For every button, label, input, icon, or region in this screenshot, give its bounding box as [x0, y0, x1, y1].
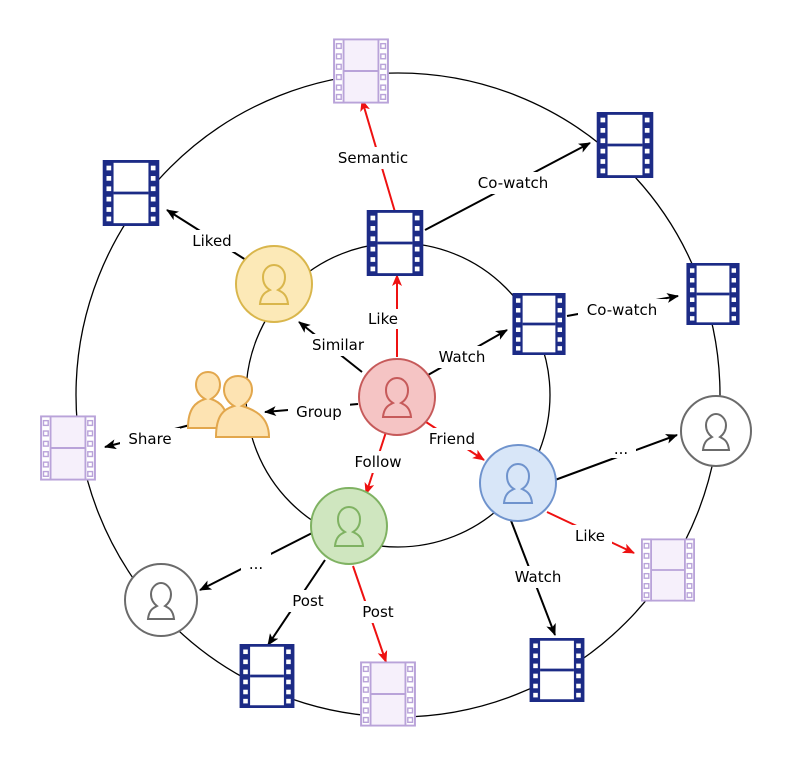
- label-follow: Follow: [354, 453, 401, 471]
- label-post-black: Post: [292, 592, 324, 610]
- label-like-center: Like: [368, 310, 398, 328]
- label-post-red: Post: [362, 603, 394, 621]
- label-semantic: Semantic: [338, 149, 408, 167]
- film-icon: [640, 538, 696, 602]
- user-icon: [310, 487, 388, 565]
- user-nodes: [124, 245, 752, 637]
- label-like-friend: Like: [575, 527, 605, 545]
- film-icon: [40, 415, 96, 481]
- label-liked: Liked: [192, 232, 231, 250]
- label-friend: Friend: [429, 430, 475, 448]
- label-watch-center: Watch: [439, 348, 486, 366]
- label-similar: Similar: [312, 336, 365, 354]
- film-icon: [102, 160, 160, 226]
- label-group: Group: [296, 403, 342, 421]
- film-icon: [360, 661, 416, 727]
- user-icon: [235, 245, 313, 323]
- label-ellipsis-left: ...: [249, 555, 263, 573]
- edge-labels: Like Semantic Co-watch Liked Similar Wat…: [120, 147, 666, 623]
- film-icon: [366, 210, 424, 276]
- label-cowatch-right: Co-watch: [587, 301, 657, 319]
- label-share: Share: [128, 430, 171, 448]
- user-icon: [358, 358, 436, 436]
- film-icon: [512, 293, 566, 355]
- film-icon: [239, 644, 295, 708]
- label-watch-friend: Watch: [515, 568, 562, 586]
- user-icon: [124, 563, 198, 637]
- film-icon: [529, 638, 585, 702]
- film-icon: [686, 263, 740, 325]
- label-ellipsis-right: ...: [614, 440, 628, 458]
- user-icon: [479, 444, 557, 522]
- user-icon: [680, 395, 752, 467]
- group-icon: [186, 370, 271, 438]
- film-icon: [333, 38, 389, 104]
- film-icon: [596, 112, 654, 178]
- label-cowatch-top: Co-watch: [478, 174, 548, 192]
